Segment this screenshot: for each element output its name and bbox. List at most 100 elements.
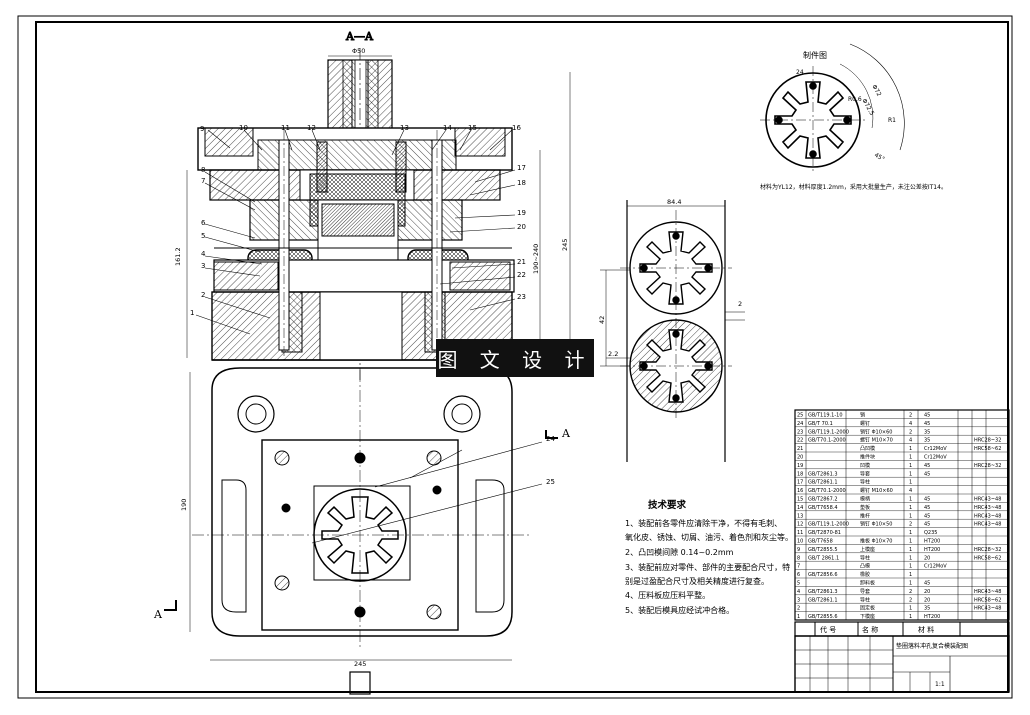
bom-cell: 螺钉 [860, 420, 870, 427]
bom-cell: HRC43~48 [974, 497, 1001, 503]
bom-cell: GB/T70.1-2000 [808, 488, 846, 494]
section-view: A—A [197, 30, 515, 380]
bom-cell: 1 [909, 555, 912, 561]
bom-cell: HRC43~48 [974, 505, 1001, 511]
bom-cell: 45 [924, 413, 930, 419]
bom-cell: 固定板 [860, 605, 875, 612]
bom-cell: 15 [797, 497, 803, 503]
bom-cell: 1 [909, 572, 912, 578]
dim-plate-height: 190 [180, 499, 188, 511]
bom-cell: Cr12MoV [924, 446, 947, 452]
part-dim-r1: R1 [888, 117, 896, 124]
bom-cell: 上模座 [860, 546, 875, 553]
bom-cell: 1 [909, 463, 912, 469]
bom-cell: 导套 [860, 588, 870, 595]
bom-cell: 9 [797, 547, 800, 553]
material-note: 材料为YL12，材料厚度1.2mm，采用大批量生产，未注公差按IT14。 [760, 183, 947, 191]
bom-cell: 1 [909, 539, 912, 545]
bom-cell: 1 [909, 547, 912, 553]
bom-cell: 1 [909, 480, 912, 486]
bom-cell: GB/T119.1-10 [808, 413, 843, 419]
bom-cell: 35 [924, 606, 930, 612]
tech-title: 技术要求 [648, 499, 687, 511]
watermark-banner: 图 文 设 计 [436, 339, 594, 377]
bom-cell: HRC43~48 [974, 522, 1001, 528]
balloon-5: 5 [201, 232, 205, 240]
dim-height-left: 161.2 [174, 247, 182, 266]
bom-cell: GB/T2870-81 [808, 530, 841, 536]
bom-cell: Cr12MoV [924, 564, 947, 570]
bom-cell: GB/T7658.4 [808, 505, 838, 511]
bom-cell: 螺钉 M10×70 [860, 437, 893, 444]
tech-line-3: 2、凸凹模间隙 0.14~0.2mm [625, 547, 734, 557]
balloon-17: 17 [517, 164, 526, 172]
bom-cell: 14 [797, 505, 803, 511]
tech-line-1: 1、装配前各零件应清除干净，不得有毛刺、 [625, 518, 782, 528]
section-mark-left: A [153, 608, 163, 621]
bom-cell: 1 [909, 581, 912, 587]
bom-cell: HRC28~32 [974, 547, 1001, 553]
bom-cell: 4 [797, 589, 800, 595]
bom-cell: GB/T119.1-2000 [808, 522, 849, 528]
drawing-scale: 1:1 [935, 681, 945, 688]
bom-cell: HRC28~32 [974, 463, 1001, 469]
bom-cell: 5 [797, 581, 800, 587]
col-name: 名 称 [862, 625, 878, 634]
bom-cell: 1 [909, 497, 912, 503]
part-dim-r06: R0.6 [848, 96, 862, 103]
dim-top-diameter: Φ50 [352, 47, 365, 55]
balloon-8: 8 [201, 166, 205, 174]
bom-cell: 2 [909, 597, 912, 603]
bom-cell: 17 [797, 480, 803, 486]
dim-total-height: 245 [561, 239, 569, 251]
part-drawing: 制件图 24 Φ72 Φ72.5 R0.6 45° R1 材料为YL12，材料厚… [760, 43, 947, 191]
bom-cell: 推杆 [860, 512, 870, 519]
bom-cell: HRC43~48 [974, 606, 1001, 612]
tech-line-2: 氧化皮、锈蚀、切屑、油污、着色剂和灰尘等。 [625, 532, 793, 542]
bom-cell: 1 [909, 606, 912, 612]
bom-cell: 垫板 [860, 504, 870, 511]
bom-cell: Cr12MoV [924, 455, 947, 461]
bom-cell: 45 [924, 505, 930, 511]
part-dim-45: 45° [873, 152, 886, 163]
balloon-20: 20 [517, 223, 526, 231]
part-view-title: 制件图 [803, 50, 827, 60]
bom-cell: 45 [924, 471, 930, 477]
bom-cell: 2 [797, 606, 800, 612]
bom-cell: 凹模 [860, 462, 870, 469]
bom-cell: 20 [924, 555, 930, 561]
tech-line-5: 别是过盈配合尺寸及相关精度进行复查。 [625, 576, 769, 586]
balloon-10: 10 [239, 124, 248, 132]
bom-cell: HT200 [924, 539, 940, 545]
bom-cell: 16 [797, 488, 803, 494]
bom-cell: 螺钉 M10×60 [860, 487, 893, 494]
plan-view: 245 190 24 25 A A [153, 367, 571, 695]
bom-cell: 19 [797, 463, 803, 469]
bom-cell: HRC58~62 [974, 597, 1001, 603]
balloon-16: 16 [512, 124, 521, 132]
bom-cell: HRC43~48 [974, 589, 1001, 595]
bom-cell: HRC28~32 [974, 438, 1001, 444]
bom-cell: GB/T2861.3 [808, 589, 838, 595]
bom-cell: 2 [909, 589, 912, 595]
balloon-18: 18 [517, 179, 526, 187]
col-code: 代 号 [820, 625, 836, 634]
part-balloons: 9 10 11 12 13 14 15 16 17 18 19 20 21 22… [190, 124, 526, 335]
bom-cell: 下模座 [860, 613, 875, 620]
bom-cell: 导柱 [860, 596, 870, 603]
bom-cell: GB/T 70.1 [808, 421, 833, 427]
bom-cell: 1 [909, 446, 912, 452]
strip-layout: 84.4 42 2 2.2 [598, 198, 745, 462]
bom-cell: GB/T2861.3 [808, 471, 838, 477]
bom-cell: 6 [797, 572, 800, 578]
bom-cell: 3 [797, 597, 800, 603]
balloon-1: 1 [190, 309, 194, 317]
balloon-12: 12 [307, 124, 316, 132]
bom-cell: 7 [797, 564, 800, 570]
tech-line-7: 5、装配后模具应经试冲合格。 [625, 605, 734, 615]
balloon-4: 4 [201, 250, 206, 258]
balloon-6: 6 [201, 219, 206, 227]
bom-cell: 2 [909, 413, 912, 419]
bom-cell: 10 [797, 539, 803, 545]
